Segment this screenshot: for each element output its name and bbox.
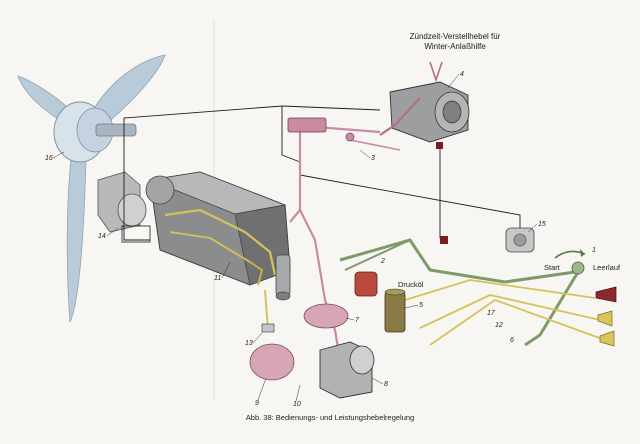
linkage-joint-13 [261, 323, 275, 333]
fuel-line-main [164, 208, 277, 276]
yellow-rod-13 [264, 289, 269, 331]
cable-magneto-down [439, 145, 446, 241]
governor-bracket [121, 225, 151, 243]
yellow-lever-rods [404, 279, 606, 346]
label-druckol: Drucköl [398, 280, 424, 289]
pink-rod-small [349, 139, 401, 151]
leader-14 [106, 227, 119, 237]
oil-valve-red [354, 271, 378, 297]
magneto-assembly [379, 61, 470, 143]
leader-lines [52, 73, 538, 402]
diaphragm-9 [249, 343, 295, 381]
pink-bracket-body [287, 117, 327, 133]
label-14: 14 [98, 233, 106, 240]
propeller [17, 54, 166, 323]
propeller-blade-left [17, 75, 71, 126]
figure-caption: Abb. 38: Bedienungs- und Leistungshebelr… [246, 413, 414, 422]
magneto-pink-rod [379, 97, 421, 136]
label-1: 1 [592, 247, 596, 254]
throttle-knob [571, 261, 585, 275]
lever-knobs [595, 286, 617, 347]
green-rod-right [504, 270, 576, 284]
pink-control-linkage [289, 123, 401, 361]
lever-knob-yellow-2 [599, 330, 615, 347]
propeller-blade-upper [89, 54, 166, 126]
cable-clamp-upper [436, 142, 443, 149]
cable-top-run [123, 105, 301, 163]
propeller-shaft [95, 123, 137, 137]
label-8: 8 [384, 381, 388, 388]
ignition-title-line2: Winter-Anlaßhilfe [424, 42, 486, 51]
label-11: 11 [214, 275, 221, 282]
cable-clamp-lower [440, 236, 448, 244]
pink-rod-crank [289, 209, 301, 223]
label-2: 2 [380, 258, 385, 265]
label-17: 17 [487, 310, 496, 317]
cable-diagonal-to-15 [299, 174, 521, 240]
leader-8 [371, 377, 384, 385]
leader-13 [252, 332, 263, 344]
cable-top-to-magneto [281, 105, 381, 111]
label-6: 6 [510, 337, 514, 344]
yellow-rod-2 [429, 298, 606, 346]
lever-knob-red [595, 286, 617, 303]
lever-knob-yellow-1 [597, 310, 613, 327]
engine-block [145, 171, 291, 301]
oil-filter-top [384, 288, 406, 296]
label-9: 9 [255, 400, 259, 407]
ignition-title-line1: Zündzeit-Verstellhebel für [410, 32, 501, 41]
oil-regulator [354, 271, 406, 333]
leader-4 [447, 73, 460, 89]
leader-10 [295, 384, 301, 402]
label-16: 16 [45, 155, 53, 162]
leader-3 [359, 149, 371, 159]
label-15: 15 [538, 221, 546, 228]
diaphragm-7 [303, 303, 349, 329]
green-rod-link [344, 239, 411, 271]
pink-joint-top [345, 132, 355, 142]
leader-15 [527, 223, 538, 233]
pink-rod-lower [313, 239, 327, 301]
yellow-rod-3 [404, 279, 596, 301]
fuel-line-secondary [169, 231, 251, 263]
carburetor [319, 341, 375, 399]
label-5: 5 [419, 302, 423, 309]
propeller-blade-lower [66, 149, 87, 323]
label-10: 10 [293, 401, 301, 408]
pink-bracket-top [287, 117, 355, 142]
propeller-governor [97, 171, 151, 243]
leader-9 [257, 377, 267, 401]
intake-pipe-opening [275, 291, 291, 301]
leader-5 [404, 304, 419, 309]
label-13: 13 [245, 340, 253, 347]
leader-7 [345, 317, 355, 321]
label-4: 4 [460, 71, 464, 78]
leader-11 [221, 261, 231, 279]
ignition-lever [429, 61, 443, 83]
label-leerlauf: Leerlauf [593, 263, 621, 272]
control-unit-15 [505, 227, 535, 253]
intake-pipe [275, 254, 291, 296]
green-rod-upper [339, 238, 506, 284]
governor-disk [117, 193, 147, 227]
oil-filter-canister [384, 291, 406, 333]
cable-left-vertical [123, 118, 150, 241]
label-12: 12 [495, 322, 503, 329]
engine-front-cover [145, 175, 175, 205]
label-7: 7 [355, 317, 360, 324]
arrow-head-start [580, 249, 585, 257]
control-unit-dial [513, 233, 527, 247]
leader-16 [52, 151, 65, 159]
label-start: Start [544, 263, 561, 272]
carburetor-dome [349, 345, 375, 375]
fuel-line-branch [249, 261, 264, 286]
label-3: 3 [371, 155, 375, 162]
magneto-center [442, 100, 462, 124]
pink-rod-vertical [298, 128, 316, 241]
yellow-rod-1 [419, 294, 601, 329]
